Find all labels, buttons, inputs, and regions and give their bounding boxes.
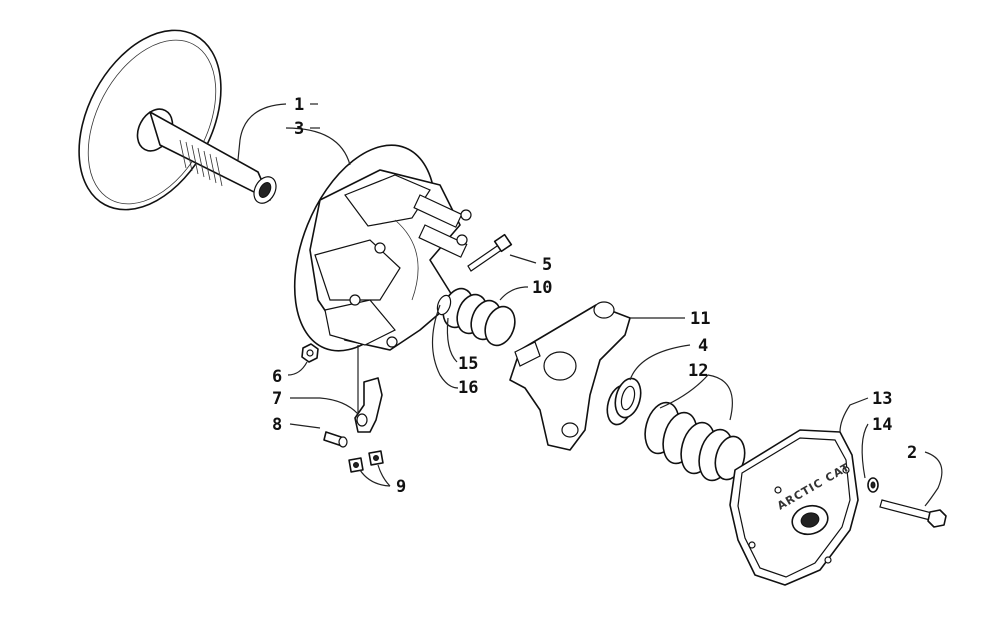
callout-2: 2	[907, 443, 917, 463]
part-3-housing	[293, 144, 472, 352]
part-6-nut	[301, 343, 319, 363]
callout-11: 11	[690, 309, 710, 329]
leader-lines	[237, 103, 943, 507]
callout-16: 16	[458, 378, 478, 398]
callout-7: 7	[272, 389, 282, 409]
callout-8: 8	[272, 415, 282, 435]
callout-9: 9	[396, 477, 406, 497]
callouts: 1 2 3 4 5 6 7 8 9 10 11 12 13 14 15 16	[272, 95, 917, 497]
callout-6: 6	[272, 367, 282, 387]
callout-3: 3	[294, 119, 304, 139]
part-5-bolt	[467, 233, 513, 272]
part-13-cover: ARCTIC CAT	[729, 429, 859, 586]
callout-13: 13	[872, 389, 892, 409]
part-2-bolt	[879, 499, 947, 528]
part-7-arm	[354, 377, 383, 433]
callout-14: 14	[872, 415, 892, 435]
part-12-spring	[644, 401, 746, 482]
part-9-washers	[348, 450, 384, 473]
part-1-sheave	[78, 29, 277, 211]
part-14-washer	[867, 477, 879, 493]
part-8-pin	[323, 431, 348, 448]
callout-4: 4	[698, 336, 708, 356]
callout-5: 5	[542, 255, 552, 275]
callout-10: 10	[532, 278, 552, 298]
part-10-spring	[436, 287, 516, 347]
part-4-collar	[606, 377, 642, 426]
callout-15: 15	[458, 354, 478, 374]
callout-12: 12	[688, 361, 708, 381]
part-11-cam	[509, 301, 631, 451]
callout-1: 1	[294, 95, 304, 115]
